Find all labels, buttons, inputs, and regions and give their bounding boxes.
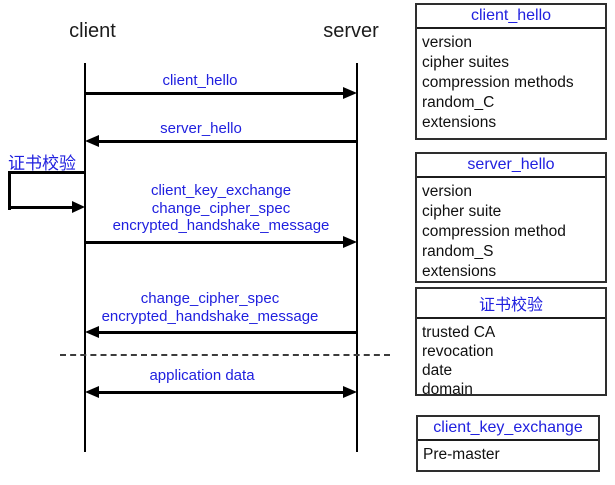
self-loop-bottom-line (8, 206, 74, 209)
arrow-shaft (91, 140, 357, 143)
panel-server-hello: server_hello version cipher suite compre… (415, 152, 607, 283)
arrowhead-left-icon (85, 326, 99, 338)
arrowhead-left-icon (85, 386, 99, 398)
panel-title: 证书校验 (417, 289, 605, 319)
arrowhead-left-icon (85, 135, 99, 147)
panel-body: version cipher suites compression method… (417, 29, 605, 133)
panel-title: client_hello (417, 5, 605, 29)
arrow-shaft (91, 391, 351, 394)
message-line: encrypted_handshake_message (101, 307, 319, 325)
message-label-client-hello: client_hello (162, 72, 238, 89)
message-arrow-cipher-spec-bundle (85, 326, 357, 339)
message-label-cipher-spec-bundle: change_cipher_spec encrypted_handshake_m… (74, 290, 346, 325)
message-line: change_cipher_spec (140, 290, 280, 307)
server-lifeline (356, 63, 358, 452)
panel-item: date (422, 362, 453, 379)
panel-item: random_S (422, 243, 494, 260)
panel-body: version cipher suite compression method … (417, 178, 605, 282)
message-line: change_cipher_spec (151, 199, 291, 217)
panel-title: server_hello (417, 154, 605, 178)
message-label-key-exchange-bundle: client_key_exchange change_cipher_spec e… (85, 182, 357, 235)
panel-item: version (422, 183, 472, 200)
panel-item: compression methods (422, 74, 574, 91)
self-loop-top-line (8, 171, 85, 174)
panel-body: trusted CA revocation date domain (417, 319, 605, 399)
message-arrow-application-data (85, 386, 357, 399)
arrowhead-right-icon (343, 236, 357, 248)
self-loop-arrowhead-icon (72, 201, 85, 213)
actor-label-server: server (323, 20, 379, 42)
arrow-shaft (85, 92, 351, 95)
message-arrow-key-exchange-bundle (85, 236, 357, 249)
message-line: encrypted_handshake_message (112, 217, 330, 234)
certificate-check-label: 证书校验 (8, 154, 76, 173)
panel-certificate-check: 证书校验 trusted CA revocation date domain (415, 287, 607, 399)
panel-client-key-exchange: client_key_exchange Pre-master (416, 415, 600, 472)
panel-item: cipher suites (422, 54, 510, 71)
panel-item: trusted CA (422, 324, 496, 341)
arrow-shaft (85, 241, 351, 244)
arrow-shaft (91, 331, 357, 334)
panel-item: version (422, 34, 472, 51)
message-line: client_key_exchange (150, 182, 292, 199)
message-label-application-data: application data (149, 367, 255, 384)
panel-client-hello: client_hello version cipher suites compr… (415, 3, 607, 140)
panel-title: client_key_exchange (418, 417, 598, 441)
panel-item: extensions (422, 263, 497, 280)
panel-item: compression method (422, 223, 566, 240)
message-arrow-client-hello (85, 87, 357, 100)
panel-item: extensions (422, 114, 497, 131)
panel-item: cipher suite (422, 203, 502, 220)
self-loop-left-line (8, 171, 11, 210)
arrowhead-right-icon (343, 87, 357, 99)
panel-item: random_C (422, 94, 495, 111)
panel-item: revocation (422, 343, 494, 360)
handshake-separator-line (60, 354, 390, 356)
panel-item: domain (422, 381, 473, 398)
message-label-server-hello: server_hello (160, 120, 242, 137)
arrowhead-right-icon (343, 386, 357, 398)
panel-item: Pre-master (423, 446, 500, 463)
panel-body: Pre-master (418, 441, 598, 465)
client-lifeline (84, 63, 86, 452)
actor-label-client: client (69, 20, 116, 42)
message-arrow-server-hello (85, 135, 357, 148)
